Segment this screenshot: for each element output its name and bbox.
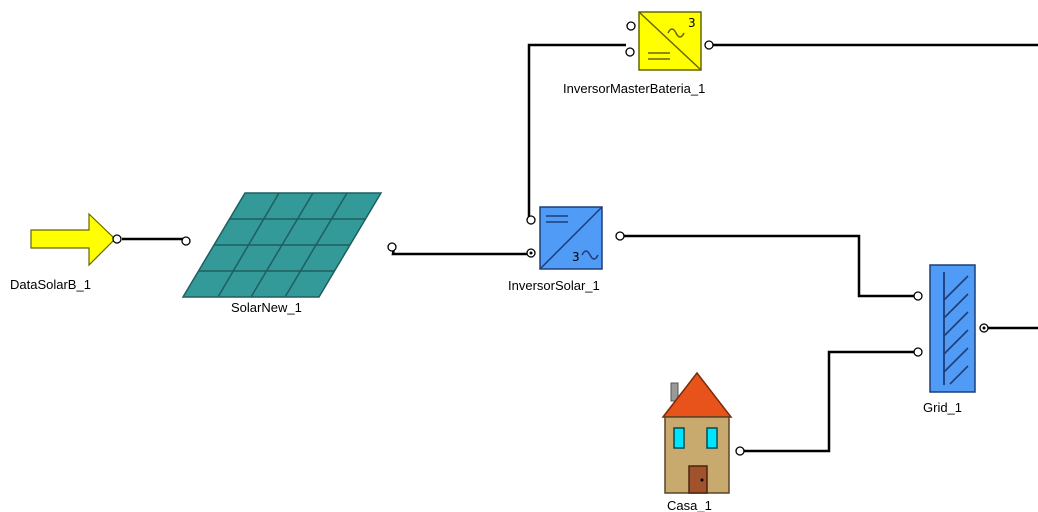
inverter-battery-label: InversorMasterBateria_1 [563, 81, 705, 96]
ac-dc-inverter-icon: 3 [638, 11, 702, 71]
solar-panel-node[interactable]: SolarNew_1 [181, 192, 397, 315]
inverter-solar-port-dot [529, 251, 533, 255]
data-solar-node[interactable]: DataSolarB_1 [10, 212, 122, 292]
wire-house-to-grid[interactable] [743, 350, 914, 453]
data-solar-label: DataSolarB_1 [10, 277, 91, 292]
inverter-solar-output-port[interactable] [615, 231, 625, 241]
inverter-battery-output-port[interactable] [704, 40, 714, 50]
grid-input-port-bottom[interactable] [913, 347, 923, 357]
house-icon [661, 371, 733, 494]
dc-ac-inverter-icon: 3 [539, 206, 603, 270]
wire-inverter-solar-to-battery-inverter[interactable] [527, 43, 626, 219]
inverter-battery-input-port-bottom[interactable] [625, 47, 635, 57]
solar-panel-label: SolarNew_1 [231, 300, 302, 315]
wire-inverter-solar-to-grid[interactable] [624, 234, 914, 298]
inverter-battery-input-port-top[interactable] [626, 21, 636, 31]
solar-panel-output-port[interactable] [387, 242, 397, 252]
inverter-solar-label: InversorSolar_1 [508, 278, 600, 293]
solar-panel-icon [181, 192, 383, 298]
inverter-solar-node[interactable]: 3 InversorSolar_1 [508, 206, 625, 293]
wire-panel-to-inverter-solar[interactable] [391, 246, 528, 256]
grid-input-port-top[interactable] [913, 291, 923, 301]
grid-icon [929, 264, 976, 393]
house-node[interactable]: Casa_1 [661, 371, 745, 512]
grid-node[interactable]: Grid_1 [913, 264, 989, 415]
arrow-input-icon [30, 212, 116, 267]
house-label: Casa_1 [667, 498, 712, 512]
inverter-battery-node[interactable]: 3 InversorMasterBateria_1 [563, 11, 714, 96]
solar-panel-input-port[interactable] [181, 236, 191, 246]
grid-output-port-dot [982, 326, 986, 330]
inverter-battery-phase: 3 [688, 16, 696, 30]
house-output-port[interactable] [735, 446, 745, 456]
inverter-solar-input-port-top[interactable] [526, 215, 536, 225]
data-solar-output-port[interactable] [112, 234, 122, 244]
grid-label: Grid_1 [923, 400, 962, 415]
inverter-solar-phase: 3 [572, 250, 580, 264]
